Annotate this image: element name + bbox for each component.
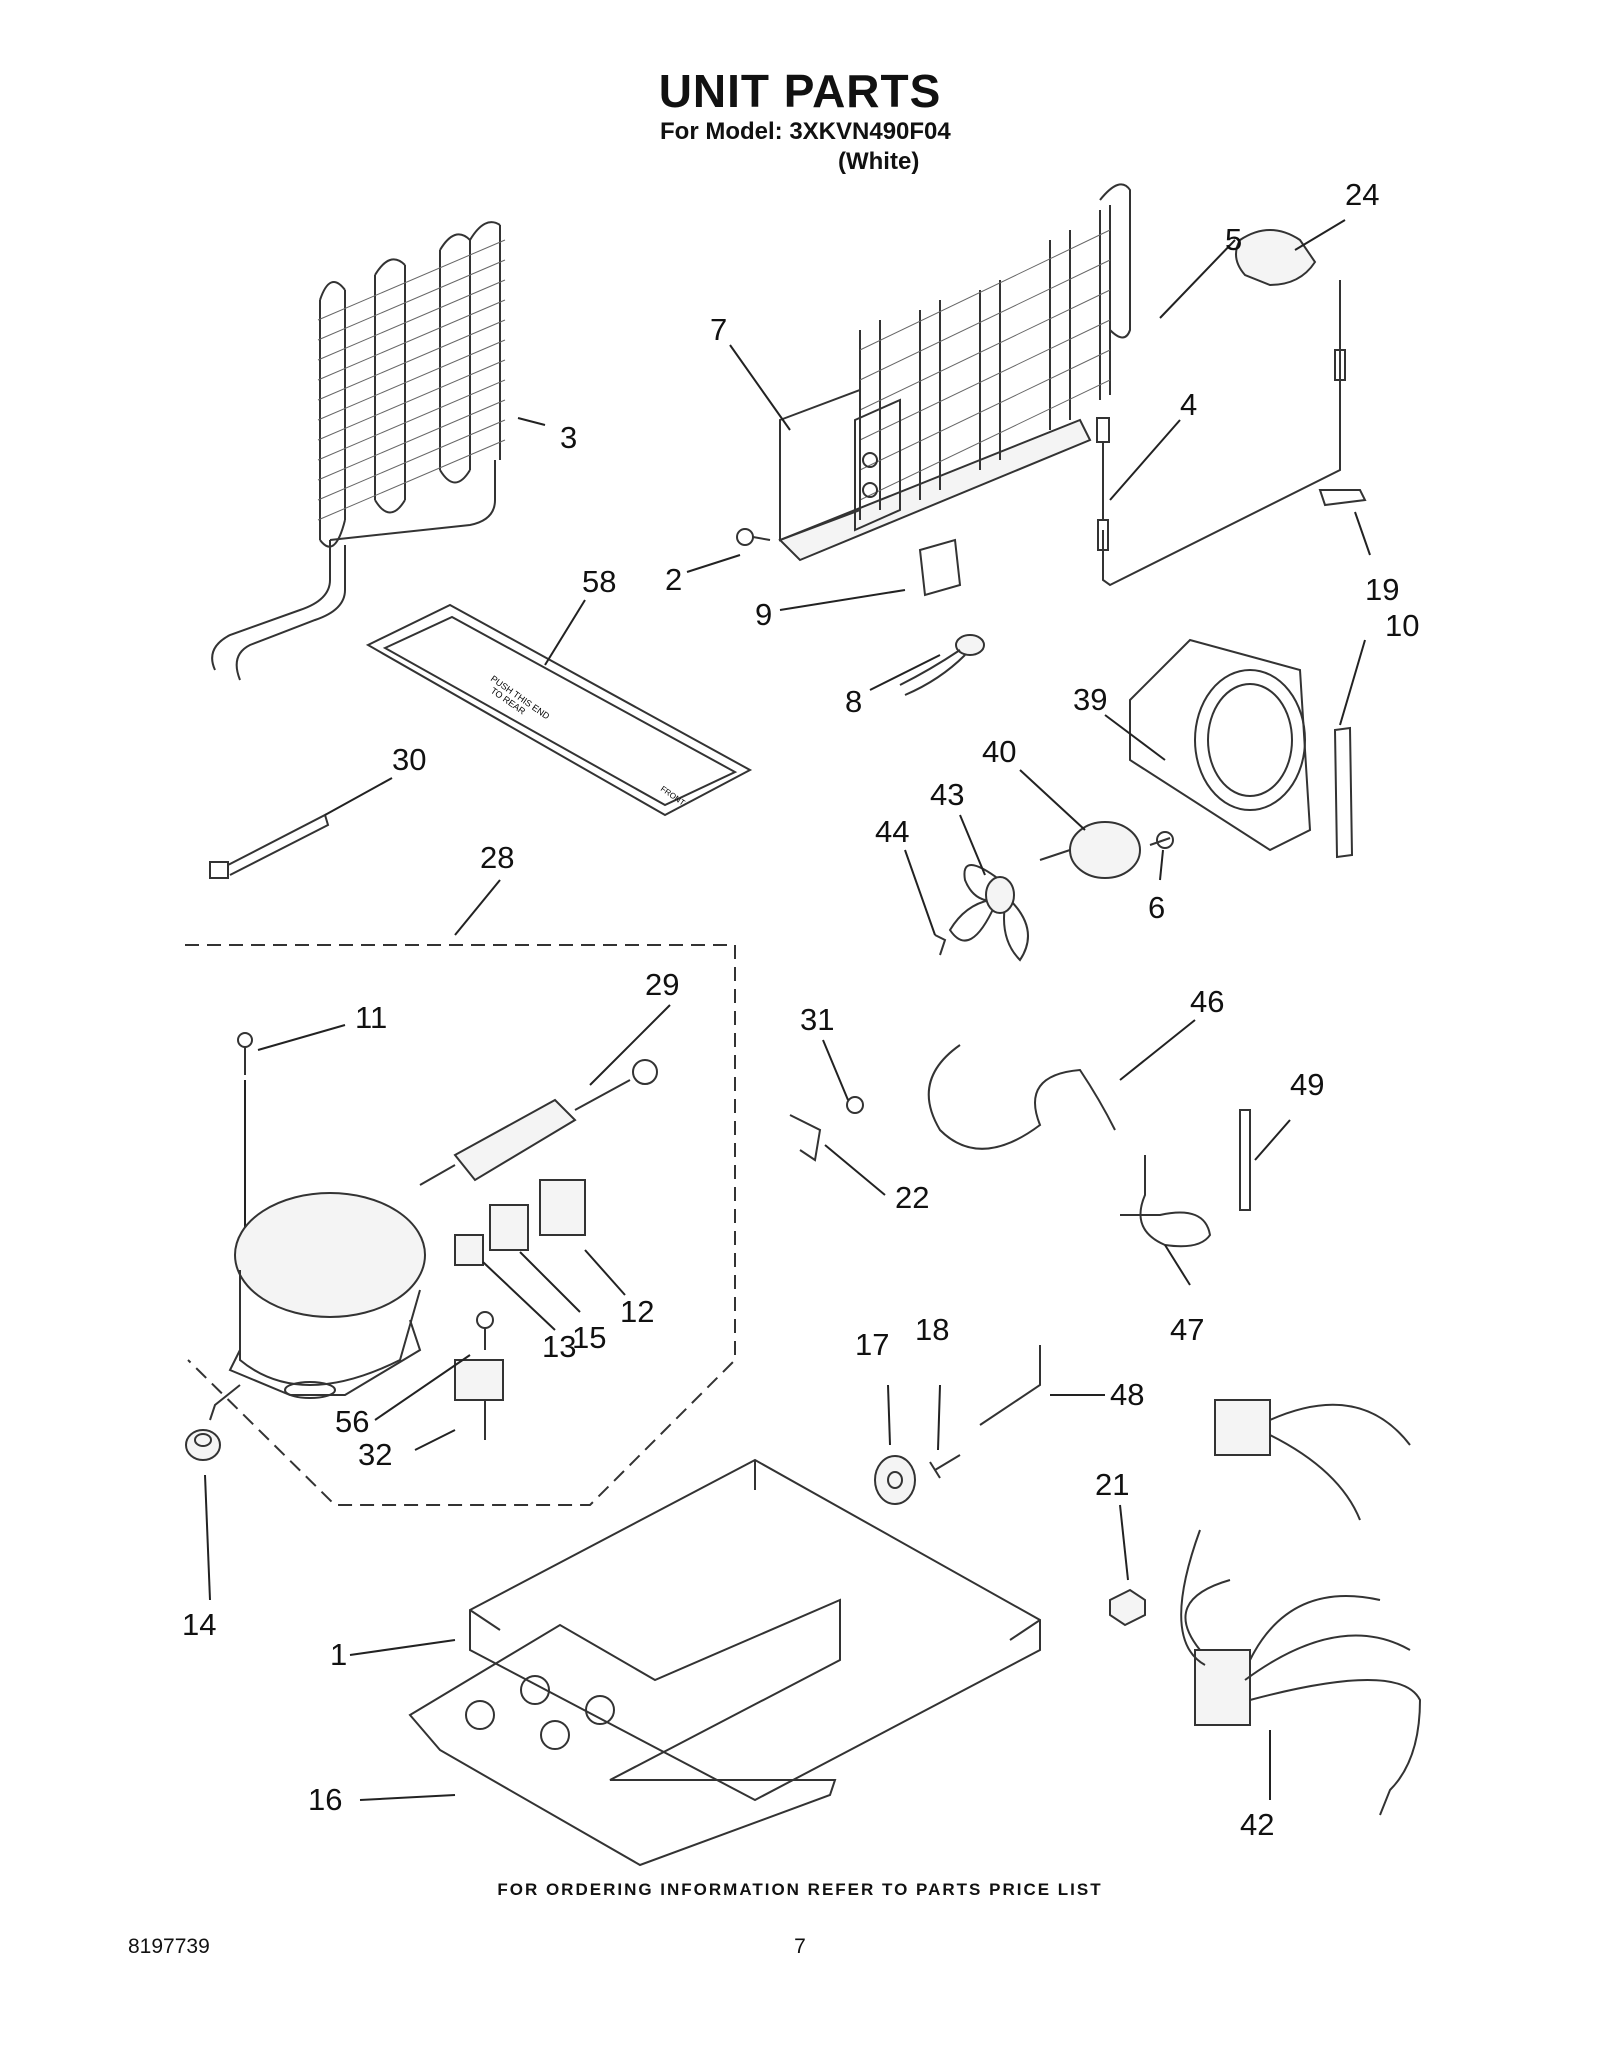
- thermostat-8: [899, 634, 985, 696]
- relay-13: [454, 1234, 484, 1266]
- evaporator-assembly: [778, 183, 1131, 562]
- callout-58: 58: [582, 564, 616, 599]
- fan-blade: [948, 864, 1029, 962]
- callout-39: 39: [1073, 682, 1107, 717]
- document-number: 8197739: [128, 1935, 210, 1958]
- callout-22: 22: [895, 1180, 929, 1215]
- capacitor-32: [454, 1359, 504, 1440]
- pin-49: [1239, 1109, 1251, 1211]
- start-relay-12: [539, 1179, 586, 1236]
- cable-tie: [209, 813, 330, 879]
- bracket-9: [918, 538, 962, 597]
- callout-19: 19: [1365, 572, 1399, 607]
- callout-48: 48: [1110, 1377, 1144, 1412]
- callout-28: 28: [480, 840, 514, 875]
- callout-6: 6: [1148, 890, 1165, 925]
- callout-30: 30: [392, 742, 426, 777]
- condenser-coil: [211, 221, 506, 681]
- filter-drier: [419, 1059, 658, 1186]
- fan-motor: [1039, 821, 1171, 879]
- pin-18: [929, 1454, 961, 1479]
- clip-part: [1318, 489, 1367, 507]
- gasket-strip: [1333, 726, 1354, 859]
- callout-47: 47: [1170, 1312, 1204, 1347]
- model-color: (White): [838, 148, 920, 175]
- callout-44: 44: [875, 814, 909, 849]
- screw-6: [1156, 831, 1174, 849]
- callout-3: 3: [560, 420, 577, 455]
- compressor-group-outline: [185, 944, 736, 1506]
- callout-7: 7: [710, 312, 727, 347]
- callout-10: 10: [1385, 608, 1419, 643]
- callout-49: 49: [1290, 1067, 1324, 1102]
- callout-13: 13: [542, 1329, 576, 1364]
- callout-16: 16: [308, 1782, 342, 1817]
- clip-22: [789, 1096, 864, 1162]
- tube-46: [927, 1044, 1116, 1150]
- callout-2: 2: [665, 562, 682, 597]
- screw-56: [476, 1311, 494, 1350]
- roller-17: [874, 1455, 916, 1505]
- callout-4: 4: [1180, 387, 1197, 422]
- nut-21: [1109, 1588, 1146, 1627]
- callout-numbers: 24 5 7 3 4 58 2 9 19 10 8 39 30 40 43 44…: [182, 177, 1419, 1842]
- callout-1: 1: [330, 1637, 347, 1672]
- wire-harness: [1180, 1399, 1422, 1816]
- callout-31: 31: [800, 1002, 834, 1037]
- callout-56: 56: [335, 1404, 369, 1439]
- page-title: UNIT PARTS: [658, 65, 942, 117]
- grommet-14: [185, 1429, 221, 1461]
- leader-lines: [204, 219, 1371, 1801]
- insulation-16: [408, 1598, 841, 1867]
- callout-17: 17: [855, 1327, 889, 1362]
- callout-14: 14: [182, 1607, 216, 1642]
- compressor: [209, 1192, 426, 1421]
- callout-12: 12: [620, 1294, 654, 1329]
- overload-15: [489, 1204, 529, 1251]
- callout-24: 24: [1345, 177, 1379, 212]
- thermistor-wire: [1096, 280, 1346, 587]
- ordering-note: FOR ORDERING INFORMATION REFER TO PARTS …: [497, 1880, 1103, 1899]
- cap-part: [1235, 229, 1317, 287]
- callout-43: 43: [930, 777, 964, 812]
- screw-2: [736, 528, 771, 546]
- callout-29: 29: [645, 967, 679, 1002]
- tube-47: [1120, 1155, 1212, 1248]
- callout-18: 18: [915, 1312, 949, 1347]
- callout-5: 5: [1225, 222, 1242, 257]
- model-number: For Model: 3XKVN490F04: [660, 118, 951, 145]
- tube-48: [979, 1345, 1041, 1426]
- clip-44: [934, 934, 947, 956]
- callout-42: 42: [1240, 1807, 1274, 1842]
- callout-21: 21: [1095, 1467, 1129, 1502]
- callout-32: 32: [358, 1437, 392, 1472]
- callout-11: 11: [355, 1000, 387, 1035]
- page-number: 7: [794, 1935, 806, 1958]
- drain-tray: PUSH THIS END TO REAR FRONT: [365, 603, 753, 817]
- callout-8: 8: [845, 684, 862, 719]
- callout-46: 46: [1190, 984, 1224, 1019]
- callout-15: 15: [572, 1320, 606, 1355]
- fan-shroud: [1129, 638, 1312, 852]
- callout-40: 40: [982, 734, 1016, 769]
- callout-9: 9: [755, 597, 772, 632]
